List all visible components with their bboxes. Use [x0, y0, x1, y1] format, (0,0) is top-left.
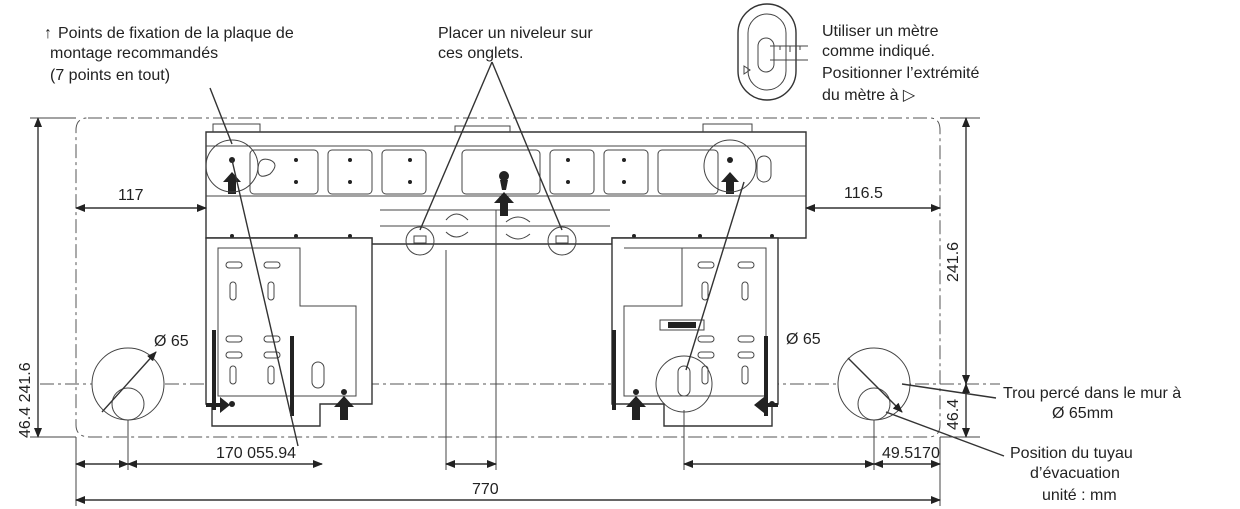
- dim-right-height: 241.6: [945, 242, 962, 282]
- tape-note-line-1: Utiliser un mètre: [822, 23, 939, 40]
- fixation-note-symbol: ↑: [44, 25, 52, 42]
- tape-note-line-4: du mètre à ▷: [822, 87, 916, 104]
- dim-right-bottom: 49.5170: [882, 445, 940, 462]
- wall-hole-note-line-1: Trou percé dans le mur à: [1003, 385, 1181, 402]
- dim-right-small-height: 46.4: [945, 399, 962, 430]
- dim-right-diameter: Ø 65: [786, 331, 821, 348]
- indoor-unit-outline: [75, 117, 941, 438]
- fixation-note-line-3: (7 points en tout): [50, 67, 170, 84]
- level-tab-right: [547, 226, 577, 256]
- level-tab-left: [405, 226, 435, 256]
- screw-dots: [230, 158, 774, 238]
- bottom-dimension-lines: [75, 210, 941, 506]
- mounting-plate-left-leg: [205, 237, 373, 427]
- dim-right-edge: 116.5: [844, 185, 883, 202]
- dim-left-edge: 117: [118, 187, 144, 204]
- dim-left-bottom: 170 055.94: [216, 445, 296, 462]
- dim-left-height: 46.4 241.6: [17, 362, 34, 438]
- tape-note-line-2: comme indiqué.: [822, 43, 935, 60]
- drain-note-line-1: Position du tuyau: [1010, 445, 1133, 462]
- unit-note: unité : mm: [1042, 487, 1117, 504]
- tape-measure-icon: [737, 3, 808, 101]
- fixation-note-line-1: Points de fixation de la plaque de: [58, 25, 294, 42]
- plate-cells: [249, 149, 719, 195]
- level-note-line-1: Placer un niveleur sur: [438, 25, 593, 42]
- wall-hole-note-line-2: Ø 65mm: [1052, 405, 1113, 422]
- dim-left-diameter: Ø 65: [154, 333, 189, 350]
- level-note-line-2: ces onglets.: [438, 45, 523, 62]
- fixation-note-line-2: montage recommandés: [50, 45, 218, 62]
- dim-total-width: 770: [472, 481, 499, 498]
- drain-note-line-2: d’évacuation: [1030, 465, 1120, 482]
- tape-note-line-3: Positionner l’extrémité: [822, 65, 980, 82]
